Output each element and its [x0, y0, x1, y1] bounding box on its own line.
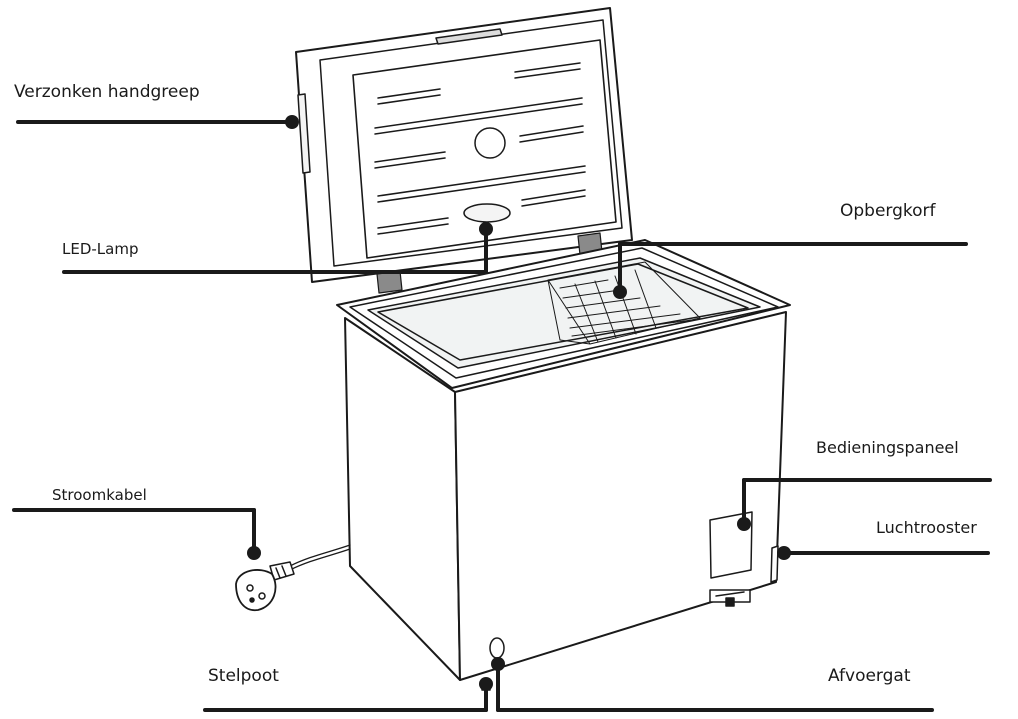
label-drain-hole: Afvoergat: [828, 666, 911, 686]
label-vent-grille: Luchtrooster: [876, 518, 977, 537]
drain-hole: [489, 637, 505, 659]
label-control-panel: Bedieningspaneel: [816, 438, 959, 457]
label-led-lamp: LED-Lamp: [62, 240, 139, 258]
power-cable: [235, 544, 351, 612]
freezer-lid: [295, 7, 633, 283]
label-recessed-handle: Verzonken handgreep: [14, 82, 200, 102]
vent-grille: [770, 545, 779, 583]
freezer-cabinet: [336, 239, 791, 691]
label-adjustable-foot: Stelpoot: [208, 666, 279, 686]
label-power-cable: Stroomkabel: [52, 486, 147, 504]
label-storage-basket: Opbergkorf: [840, 201, 936, 221]
left-hinge: [376, 270, 403, 294]
